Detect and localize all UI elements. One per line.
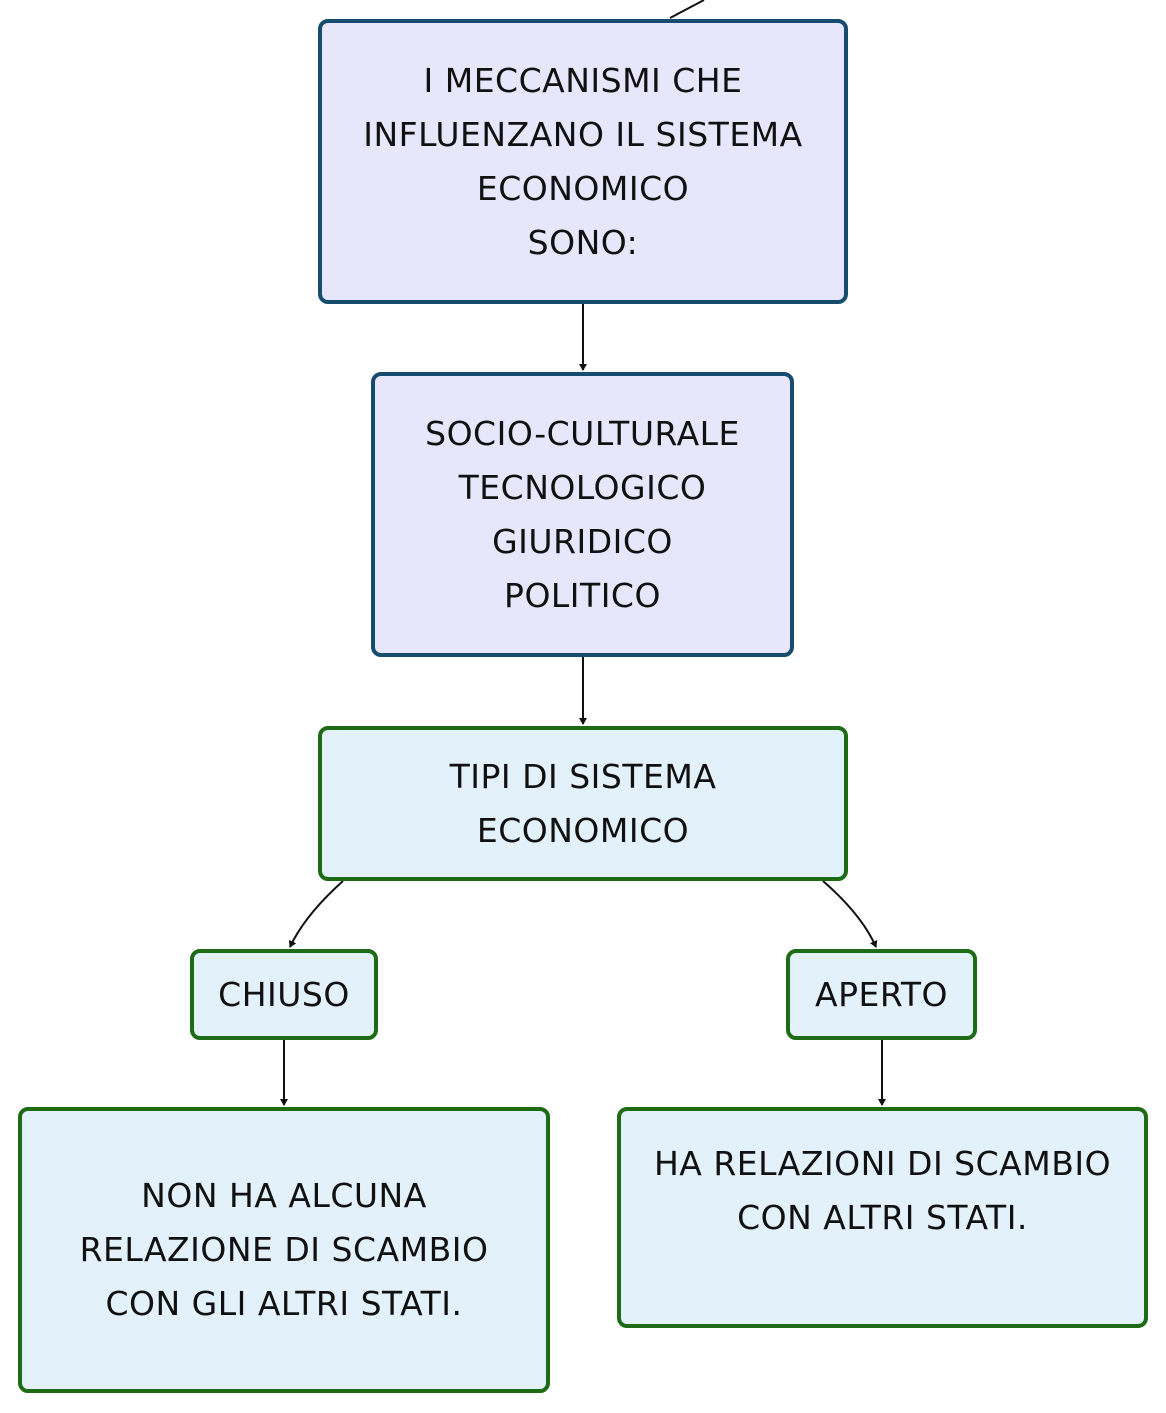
node-text-line: SOCIO-CULTURALE xyxy=(425,413,740,453)
node-text-line: POLITICO xyxy=(504,575,661,615)
node-text-line: I MECCANISMI CHE xyxy=(423,60,743,100)
node-economic-mechanisms[interactable]: I MECCANISMI CHE INFLUENZANO IL SISTEMA … xyxy=(318,19,848,304)
node-factors-list[interactable]: SOCIO-CULTURALE TECNOLOGICO GIURIDICO PO… xyxy=(371,372,794,657)
node-label: CHIUSO xyxy=(218,974,350,1014)
node-closed-system[interactable]: CHIUSO xyxy=(190,949,378,1040)
node-label: APERTO xyxy=(815,974,948,1014)
node-closed-description[interactable]: NON HA ALCUNA RELAZIONE DI SCAMBIO CON G… xyxy=(18,1107,550,1393)
connector-types-to-closed xyxy=(288,880,344,948)
node-text-line: HA RELAZIONI DI SCAMBIO xyxy=(653,1143,1112,1183)
node-open-description[interactable]: HA RELAZIONI DI SCAMBIO CON ALTRI STATI. xyxy=(617,1107,1148,1328)
node-text-line: TECNOLOGICO xyxy=(458,467,707,507)
node-text-line: ECONOMICO xyxy=(476,168,690,208)
node-text-line: GIURIDICO xyxy=(492,521,673,561)
connector-types-to-open xyxy=(822,880,878,948)
node-text-line: CON ALTRI STATI. xyxy=(737,1197,1028,1237)
node-text-line: CON GLI ALTRI STATI. xyxy=(105,1284,463,1323)
node-text-line: SONO: xyxy=(527,222,639,262)
incoming-connector xyxy=(669,0,705,19)
node-open-system[interactable]: APERTO xyxy=(786,949,977,1040)
node-text-line: TIPI DI SISTEMA xyxy=(449,756,717,796)
node-text-line: NON HA ALCUNA xyxy=(141,1176,427,1215)
node-text-line: RELAZIONE DI SCAMBIO xyxy=(79,1230,489,1269)
node-text-line: INFLUENZANO IL SISTEMA xyxy=(363,114,803,154)
node-text-line: ECONOMICO xyxy=(476,810,690,850)
node-system-types[interactable]: TIPI DI SISTEMA ECONOMICO xyxy=(318,726,848,881)
